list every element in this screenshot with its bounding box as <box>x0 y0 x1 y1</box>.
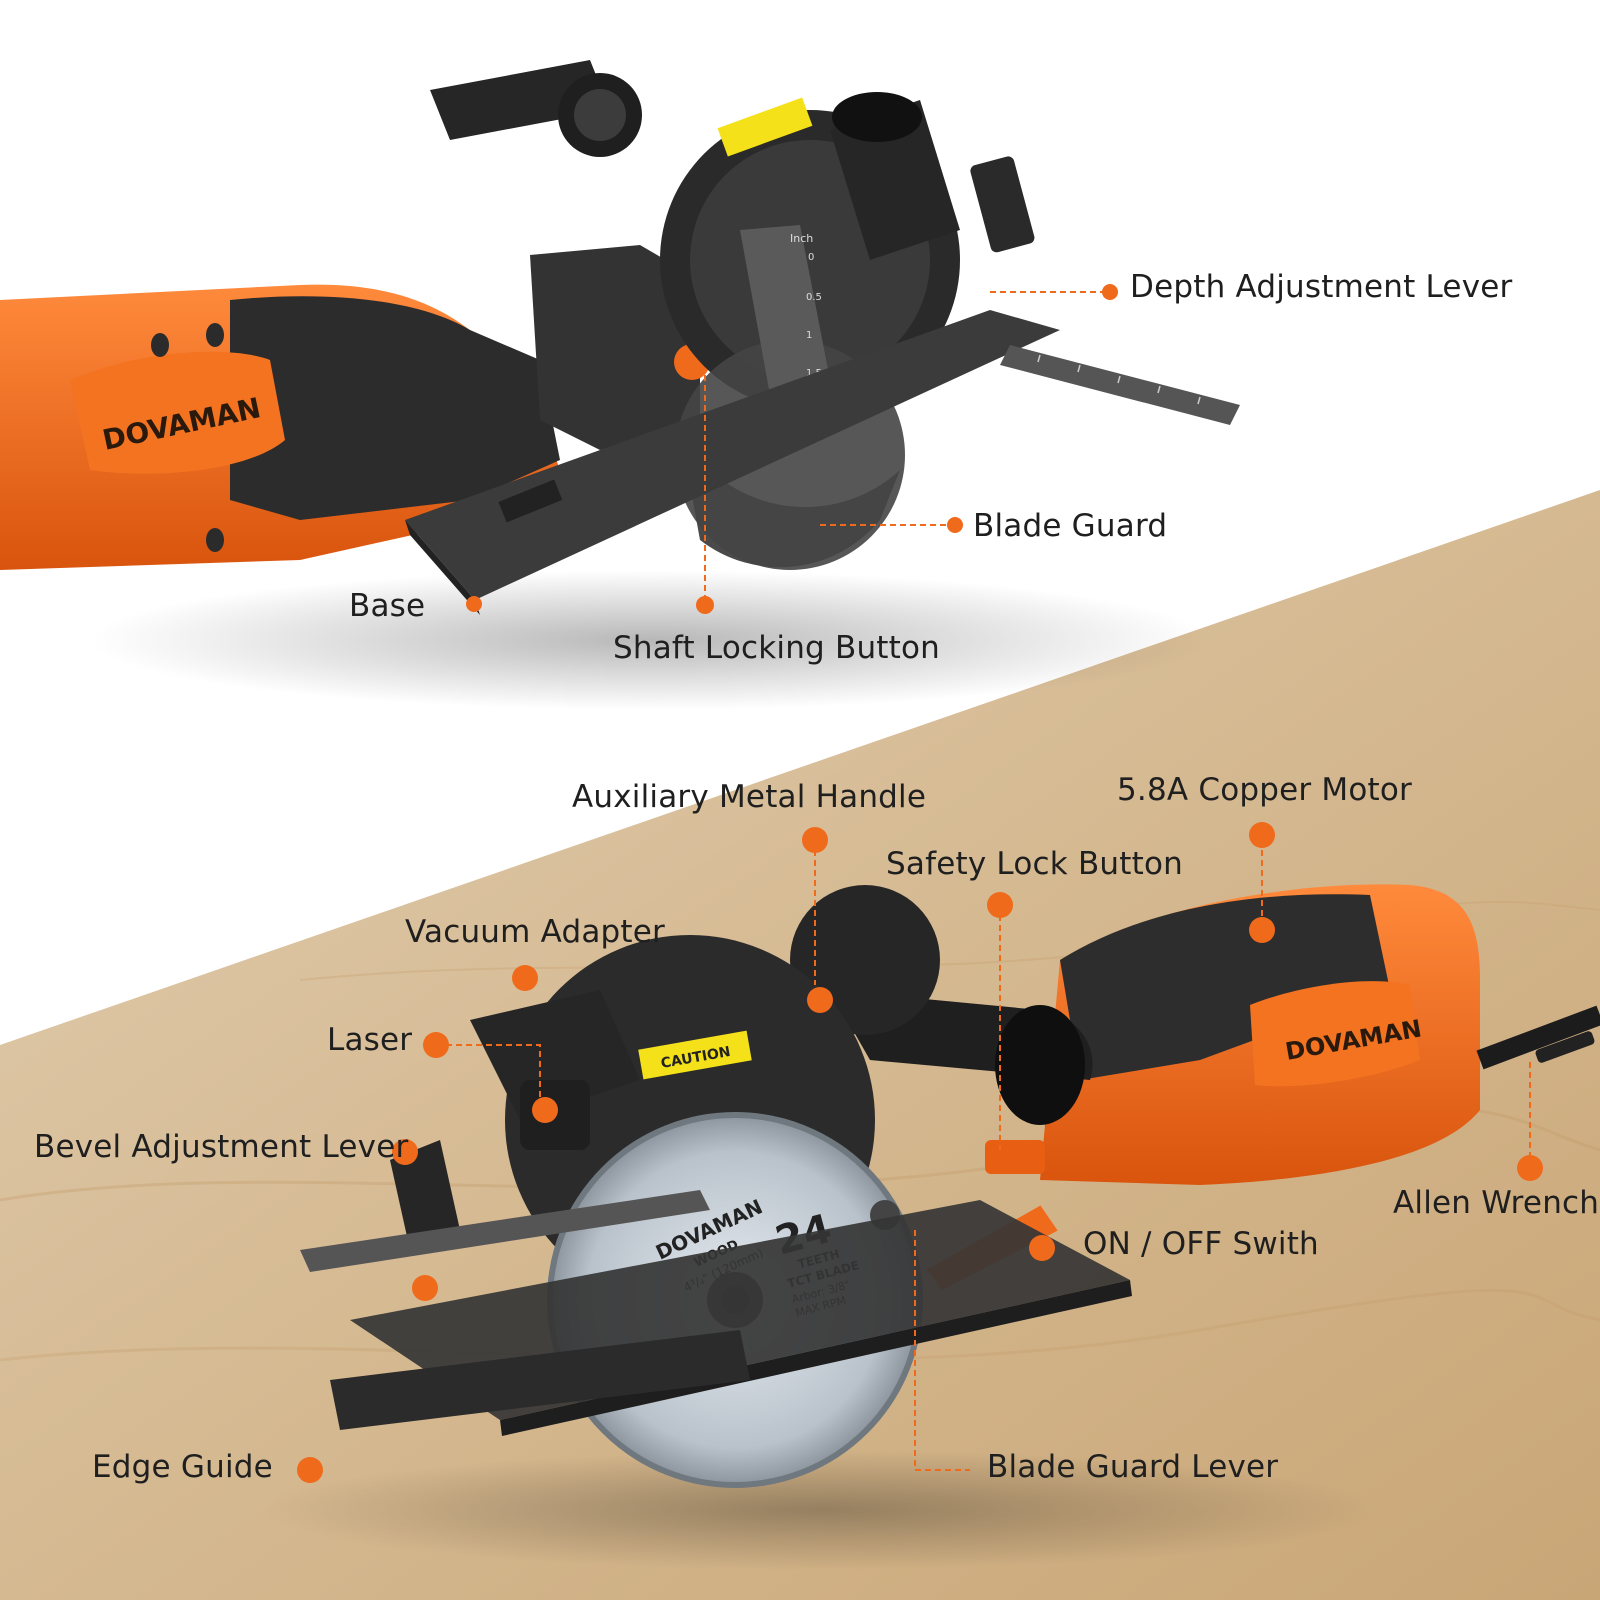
dot-laser <box>423 1032 449 1058</box>
bottom-guard-sticker <box>638 1030 752 1080</box>
dot-motor-target <box>1249 917 1275 943</box>
dot-motor <box>1249 822 1275 848</box>
wood-grain <box>0 1288 1600 1362</box>
callout-vacuum-adapter: Vacuum Adapter <box>405 914 665 950</box>
dot-aux-handle-target <box>807 987 833 1013</box>
top-vent <box>206 323 224 347</box>
dot-laser-target <box>532 1097 558 1123</box>
top-gear-housing <box>530 245 700 450</box>
callout-laser: Laser <box>327 1022 413 1058</box>
depth-scale-mark: 0 <box>808 252 814 263</box>
dot-shaft-lock <box>696 596 714 614</box>
callout-allen-wrench: Allen Wrench <box>1393 1185 1600 1221</box>
top-vacuum-mouth <box>832 92 922 142</box>
top-aux-knob-inner <box>574 89 626 141</box>
top-base-plate <box>405 310 1060 600</box>
dot-aux-handle <box>802 827 828 853</box>
power-cord <box>1476 1005 1600 1070</box>
top-aux-handle <box>430 60 610 140</box>
callout-dots <box>297 284 1543 1483</box>
bottom-logo-panel <box>1250 981 1420 1087</box>
callout-blade-guard: Blade Guard <box>973 508 1168 544</box>
depth-scale-mark: 1 <box>806 330 812 341</box>
bottom-base-edge <box>500 1280 1132 1436</box>
top-shadow <box>90 570 1210 710</box>
callout-on-off-switch: ON / OFF Swith <box>1083 1226 1319 1262</box>
dot-edge-guide <box>297 1457 323 1483</box>
bottom-saw: DOVAMAN CAUTION DOVAMAN WOOD 4³/₄" (120m… <box>260 884 1600 1570</box>
dot-blade-guard <box>947 517 963 533</box>
top-edge-guide <box>1000 345 1240 425</box>
dot-safety-lock <box>987 892 1013 918</box>
callout-base: Base <box>349 588 426 624</box>
top-vent <box>151 333 169 357</box>
on-off-switch-graphic <box>985 1140 1045 1174</box>
top-grip-dark <box>230 296 560 520</box>
bottom-vacuum-adapter <box>470 990 640 1120</box>
callout-edge-guide: Edge Guide <box>92 1449 273 1485</box>
callout-bevel-adjustment-lever: Bevel Adjustment Lever <box>34 1129 409 1165</box>
dot-vacuum <box>512 965 538 991</box>
dot-base <box>466 596 482 612</box>
bottom-shadow <box>260 1450 1380 1570</box>
dot-allen <box>1517 1155 1543 1181</box>
depth-scale-unit: Inch <box>790 232 813 245</box>
top-depth-plate <box>740 225 830 395</box>
callout-blade-guard-lever: Blade Guard Lever <box>987 1449 1279 1485</box>
dot-bevel-target <box>412 1275 438 1301</box>
dot-bevel <box>392 1139 418 1165</box>
top-grip-orange <box>70 351 285 474</box>
dot-switch <box>1029 1235 1055 1261</box>
top-saw: DOVAMAN Inch 0 0.5 1 1.5 <box>0 60 1240 710</box>
dot-depth-lever <box>1102 284 1118 300</box>
top-ruler-ticks <box>1037 354 1201 405</box>
callout-depth-adjustment-lever: Depth Adjustment Lever <box>1130 269 1513 305</box>
callout-auxiliary-metal-handle: Auxiliary Metal Handle <box>572 779 927 815</box>
callout-copper-motor: 5.8A Copper Motor <box>1117 772 1412 808</box>
top-base-edge <box>405 520 480 615</box>
top-bevel-lever <box>970 156 1035 253</box>
top-guard-sticker <box>717 97 813 157</box>
bottom-edge-guide <box>300 1190 710 1272</box>
bottom-grip-dark <box>1060 894 1390 1080</box>
allen-wrench-graphic <box>1535 1031 1595 1063</box>
callout-leaders <box>436 291 1531 1471</box>
wood-grain <box>0 1105 1600 1202</box>
bottom-edge-guide-arm <box>330 1330 750 1430</box>
callout-safety-lock-button: Safety Lock Button <box>886 846 1183 882</box>
depth-scale-mark: 0.5 <box>806 292 822 303</box>
bottom-bevel-lever <box>390 1140 460 1250</box>
top-vent <box>206 528 224 552</box>
callout-shaft-locking-button: Shaft Locking Button <box>613 630 941 666</box>
top-base-slot <box>498 479 563 523</box>
bottom-handle-end <box>995 1005 1085 1125</box>
